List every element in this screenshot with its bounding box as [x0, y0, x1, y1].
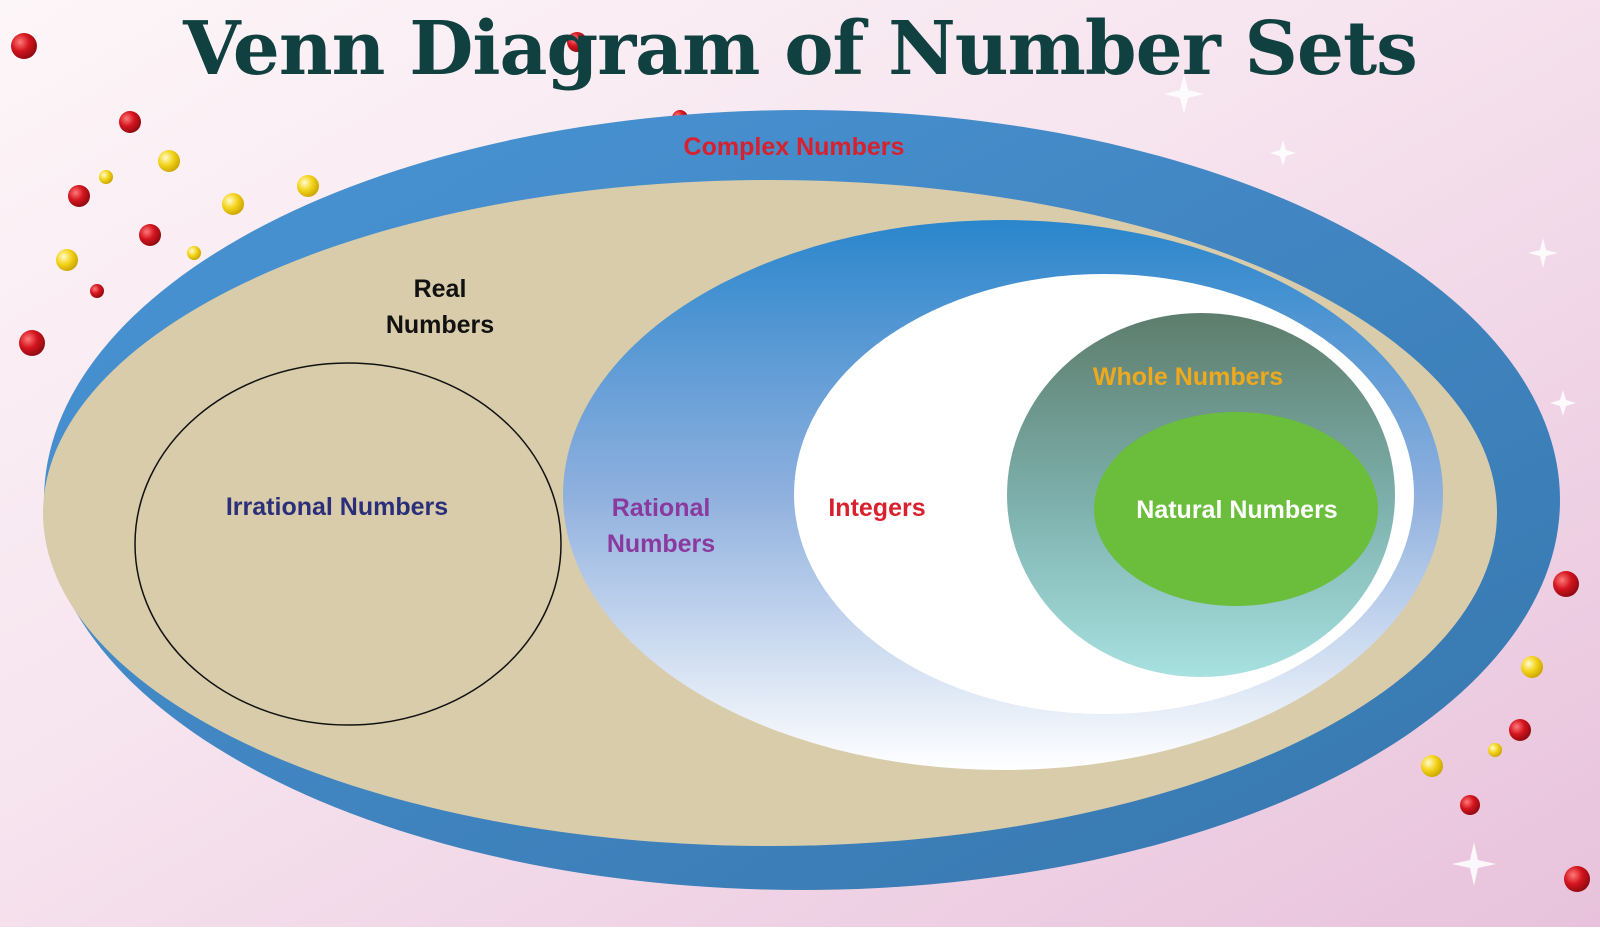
natural-numbers-set — [1094, 412, 1378, 606]
natural-numbers-label: Natural Numbers — [1136, 496, 1337, 524]
real-numbers-label-line1: Real — [414, 275, 467, 303]
real-numbers-label-line2: Numbers — [386, 311, 494, 339]
irrational-numbers-label: Irrational Numbers — [226, 493, 448, 521]
rational-numbers-label-line2: Numbers — [607, 530, 715, 558]
page-title: Venn Diagram of Number Sets — [183, 6, 1418, 92]
rational-numbers-label-line1: Rational — [612, 494, 711, 522]
complex-numbers-label: Complex Numbers — [684, 133, 905, 161]
integers-label: Integers — [828, 494, 925, 522]
background-sparkles — [1164, 74, 1576, 886]
decorative-beads — [11, 32, 1590, 892]
irrational-numbers-set — [134, 362, 562, 726]
whole-numbers-label: Whole Numbers — [1093, 363, 1283, 391]
